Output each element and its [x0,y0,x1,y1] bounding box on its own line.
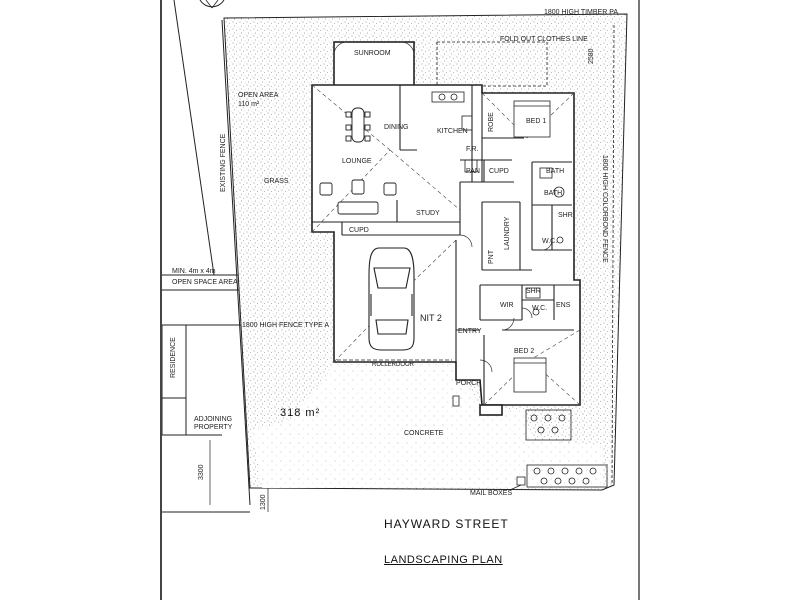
label-ens: ENS [556,302,571,309]
label-open-space-1: MIN. 4m x 4m [172,268,216,275]
adjoining-boundary-lines [162,0,322,513]
label-grass: GRASS [264,178,289,185]
label-kitchen: KITCHEN [437,128,468,135]
label-concrete: CONCRETE [404,430,444,437]
label-shr-1: SHR [558,212,573,219]
label-residence: RESIDENCE [170,337,177,378]
door-swings [333,41,553,373]
bed-1 [513,100,551,138]
label-dim-3300: 3300 [198,464,205,480]
label-adjoining-1: ADJOINING [194,416,233,423]
label-clothes-line: FOLD OUT CLOTHES LINE [500,36,588,43]
label-adjoining-2: PROPERTY [194,424,233,431]
label-sunroom: SUNROOM [354,50,391,57]
label-bed-2: BED 2 [514,348,535,355]
label-dim-1300: 1300 [260,494,267,510]
plan-title: LANDSCAPING PLAN [384,554,503,566]
label-wc-2: W.C. [532,305,548,312]
label-bath-2: BATH [544,190,563,197]
ensuite-fittings [525,287,541,316]
concrete-area [252,365,602,488]
dimension-lines [209,440,269,512]
bed-2 [513,357,547,393]
sheet-right-edge [638,0,640,600]
clothes-line-outline [436,41,548,87]
label-study: STUDY [416,210,440,217]
garden-bed [525,409,572,441]
label-lounge: LOUNGE [342,158,372,165]
label-robe: ROBE [488,112,495,132]
label-fr: F.R. [466,146,479,153]
label-fence-top: 1800 HIGH TIMBER PA [544,9,619,16]
lounge-furniture [319,179,397,215]
label-open-space-2: OPEN SPACE AREA [172,279,238,286]
label-laundry: LAUNDRY [504,216,511,250]
label-unit: NIT 2 [420,313,442,323]
bathroom-fittings [539,167,565,244]
label-site-area: 318 m² [280,407,321,419]
interior-walls [312,85,580,405]
label-wc-1: W.C. [542,238,558,245]
front-garden-strip [526,464,608,488]
label-bath: BATH [546,168,565,175]
street-title: HAYWARD STREET [384,517,509,531]
label-porch: PORCH [456,380,482,387]
label-cupd-1: CUPD [349,227,369,234]
label-dining: DINING [384,124,409,131]
label-entry: ENTRY [458,328,482,335]
north-arrow-symbol [199,0,225,9]
landscaping-plan-sheet: 1800 HIGH TIMBER PA FOLD OUT CLOTHES LIN… [162,0,638,600]
label-dim-2580: 2580 [588,48,595,64]
label-open-area-size: 110 m² [238,101,260,108]
label-pan: PAN [466,168,480,175]
label-bed-1: BED 1 [526,118,547,125]
label-mail-boxes: MAIL BOXES [470,490,513,497]
label-pnt: PNT [488,250,495,264]
site-plan-drawing [162,0,628,513]
dining-table [345,107,371,143]
label-cupd-2: CUPD [489,168,509,175]
label-existing-fence: EXISTING FENCE [220,133,227,192]
kitchen-fittings [431,91,478,173]
sheet-left-edge [160,0,162,600]
label-open-area: OPEN AREA [238,92,279,99]
mail-box-icon [509,476,526,491]
label-rollerdoor: ROLLERDOOR [372,362,415,368]
label-shr-2: SHR [526,288,541,295]
label-wir: WIR [500,302,514,309]
porch-post [452,395,460,407]
label-right-fence: 1800 HIGH COLORBOND FENCE [601,155,608,263]
label-fence-type: 1800 HIGH FENCE TYPE A [242,322,330,329]
car-icon [368,247,415,351]
